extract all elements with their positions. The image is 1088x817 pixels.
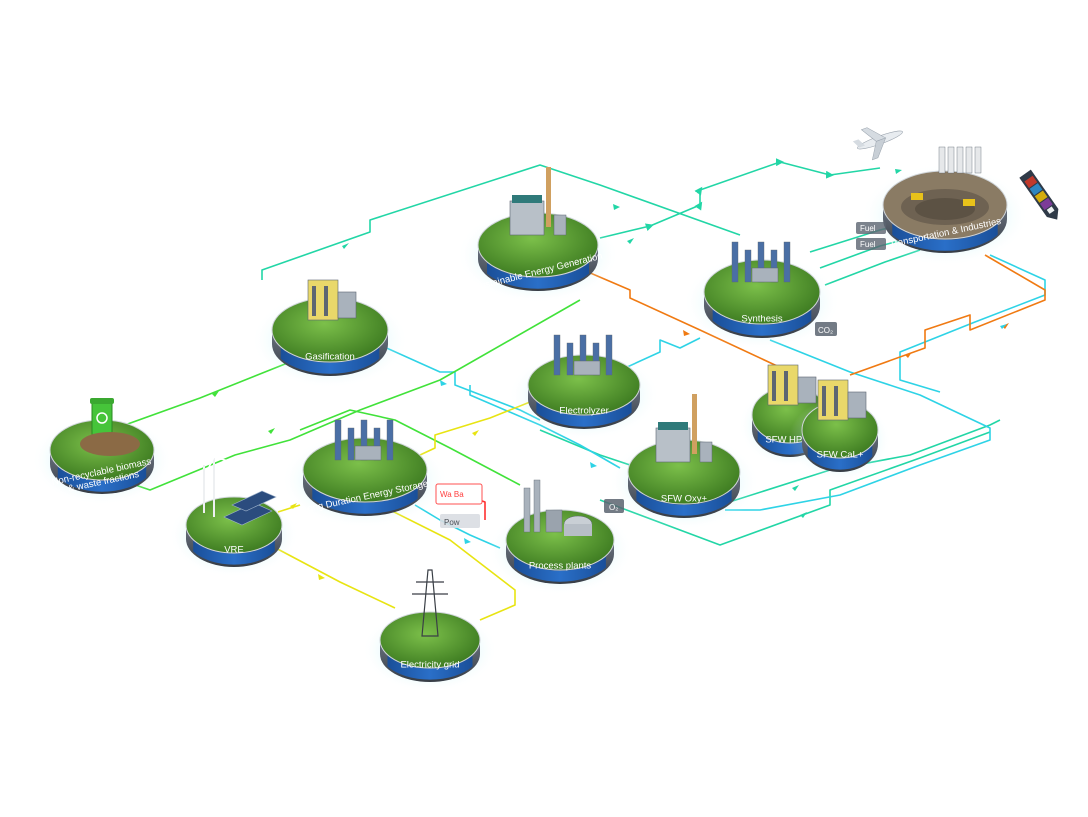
arrow-marker (895, 169, 902, 174)
node-synthesis: Synthesis (683, 241, 841, 350)
platform-label-band (807, 445, 873, 470)
arrow-marker (613, 204, 620, 210)
node-illustration (731, 241, 791, 283)
tag-fuel-2: Fuel (856, 238, 886, 250)
tag-fuel-2-text: Fuel (860, 240, 876, 249)
tag-fuel-1: Fuel (856, 222, 886, 234)
node-illustration (523, 479, 593, 536)
ship-icon (1019, 169, 1059, 220)
node-illustration (509, 167, 567, 236)
platform-top (379, 611, 481, 669)
arrow-marker (212, 391, 219, 397)
tag-elec: Pow (440, 514, 480, 528)
node-illustration (901, 146, 989, 225)
tag-co2: CO₂ (815, 322, 837, 336)
node-label: Electrolyzer (559, 406, 609, 417)
arrow-marker (342, 243, 349, 249)
platform-label-band (536, 401, 632, 427)
node-label: SFW Oxy+ (661, 494, 708, 505)
arrow-marker (792, 485, 799, 491)
tag-heat-text: Wa Ba (440, 490, 464, 499)
flow-green-3 (299, 409, 521, 486)
node-illustration (80, 398, 140, 456)
arrow-marker (683, 330, 690, 336)
flow-orange-2 (849, 254, 1046, 376)
arrow-marker (627, 238, 634, 244)
tag-co2-text: CO₂ (818, 326, 833, 335)
arrow-marker (1002, 323, 1009, 329)
flow-teal-top-2 (599, 158, 881, 239)
flow-yellow-3 (379, 504, 516, 621)
flow-teal-top (261, 164, 741, 280)
flow-cyan-3 (624, 337, 701, 369)
node-illustration (412, 569, 448, 637)
node-label: SFW CaL+ (817, 449, 864, 460)
flow-green-1 (124, 361, 291, 426)
platform-label-band (712, 309, 812, 336)
platform-label-band (57, 466, 147, 492)
node-transportation: Transportation & Industries (861, 146, 1029, 266)
arrow-marker (590, 462, 597, 468)
platform-label-band (312, 487, 418, 514)
platform-label-band (514, 556, 606, 582)
node-illustration (767, 364, 817, 406)
tag-o2-text: O₂ (609, 503, 618, 512)
arrow-marker (905, 352, 912, 358)
tag-o2: O₂ (604, 499, 624, 513)
node-label: VRE (224, 544, 244, 555)
node-illustration (334, 419, 394, 461)
node-gasification: Gasification (251, 279, 409, 388)
node-sustainable-energy: Sustainable Energy Generation (457, 167, 619, 303)
arrow-marker (464, 538, 471, 544)
arrow-marker (268, 428, 275, 434)
arrow-marker (472, 430, 479, 436)
flow-arrows (212, 169, 1009, 580)
flow-tags: O₂ CO₂ Wa Ba Pow Fuel Fuel (435, 222, 886, 528)
node-label: Electricity grid (400, 659, 459, 670)
flow-cyan-right (725, 339, 991, 511)
node-illustration (307, 279, 357, 321)
flow-teal-bottom (539, 419, 1001, 506)
tag-fuel-1-text: Fuel (860, 224, 876, 233)
platform-label-band (387, 655, 473, 680)
node-process: Process plants (487, 479, 633, 595)
node-label: Gasification (305, 352, 355, 363)
arrow-marker (1000, 324, 1007, 329)
arrow-marker (440, 380, 447, 386)
airplane-icon (852, 127, 903, 161)
arrow-marker (800, 512, 807, 518)
platform-label-band (487, 262, 589, 289)
node-label: Process plants (529, 561, 592, 572)
node-label: Synthesis (741, 314, 782, 325)
platform-label-band (193, 540, 275, 565)
tag-elec-text: Pow (444, 518, 460, 527)
node-illustration (655, 394, 713, 463)
node-biomass: Non-recyclable biomass& waste fractions (31, 398, 173, 505)
flow-cyan-transport (899, 254, 1046, 393)
flow-yellow-2 (269, 544, 396, 609)
platform-label-band (636, 489, 732, 516)
node-ldes: Long Duration Energy Storage (281, 419, 449, 528)
node-electrolyzer: Electrolyzer (508, 334, 660, 440)
node-illustration (203, 442, 277, 526)
platform-label-band (892, 223, 998, 251)
node-grid: Electricity grid (362, 569, 498, 692)
platform-label-band (280, 347, 380, 374)
tag-heat: Wa Ba (435, 483, 483, 505)
node-vre: VRE (169, 442, 299, 577)
arrow-marker (318, 574, 325, 580)
node-oxy: SFW Oxy+ (608, 394, 760, 530)
nodes: Non-recyclable biomass& waste fractions G… (31, 146, 1029, 692)
node-illustration (817, 379, 867, 421)
node-illustration (553, 334, 613, 376)
node-cal: SFW CaL+ (788, 379, 892, 482)
